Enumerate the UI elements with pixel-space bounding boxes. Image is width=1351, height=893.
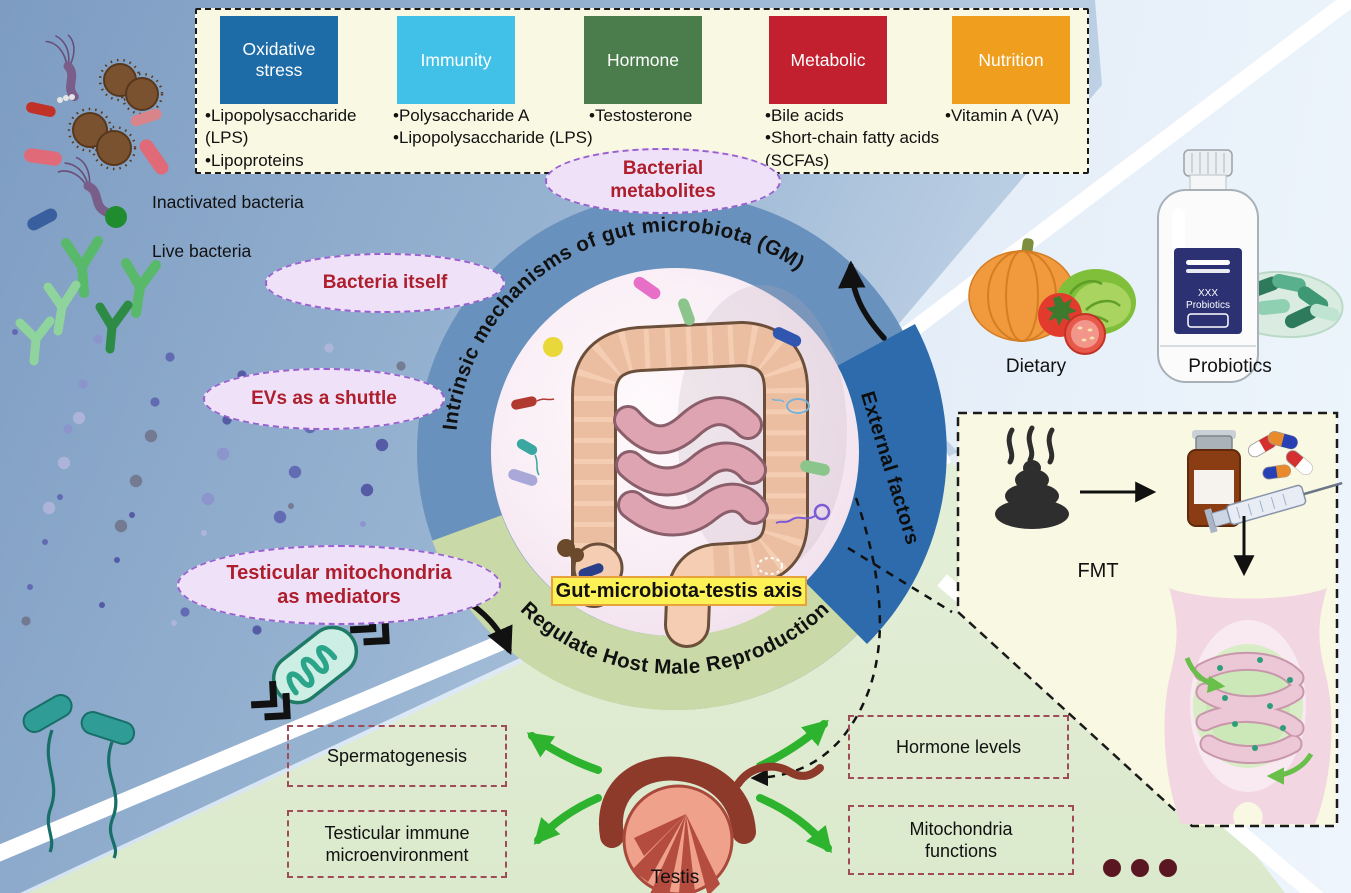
svg-text:Probiotics: Probiotics xyxy=(1186,300,1230,311)
dashed-callout-line xyxy=(847,546,953,614)
bubble-bacteria-itself: Bacteria itself xyxy=(265,253,505,313)
bottle-icon: XXX Probiotics xyxy=(1157,149,1259,383)
outcome-testicular-immune: Testicular immune microenvironment xyxy=(287,810,507,878)
probiotics-label: Probiotics xyxy=(1188,356,1272,377)
items-metabolic: •Bile acids •Short-chain fatty acids (SC… xyxy=(765,106,940,170)
items-oxidative-stress: •Lipopolysaccharide (LPS) •Lipoproteins xyxy=(205,106,357,170)
sperm-icon xyxy=(775,503,831,524)
diagonal-stripe-top-right xyxy=(857,0,1351,375)
tomato-icon xyxy=(1038,293,1106,355)
fmt-illustration xyxy=(995,425,1343,824)
category-hormone: Hormone xyxy=(584,16,702,104)
intestine-icon xyxy=(571,285,847,648)
bubble-testicular-mitochondria: Testicular mitochondria as mediators xyxy=(177,545,501,625)
outcome-mitochondria-functions: Mitochondria functions xyxy=(848,805,1074,875)
outcome-arrows xyxy=(526,719,833,853)
testis-label: Testis xyxy=(650,867,700,888)
bubble-evs-shuttle: EVs as a shuttle xyxy=(203,368,445,430)
probiotics-illustration: XXX Probiotics xyxy=(1157,149,1344,383)
items-nutrition: •Vitamin A (VA) xyxy=(945,106,1059,125)
inactivated-bacteria-illustration xyxy=(24,34,169,217)
fmt-label: FMT xyxy=(1077,560,1119,582)
svg-text:XXX: XXX xyxy=(1198,288,1218,299)
items-immunity: •Polysaccharide A •Lipopolysaccharide (L… xyxy=(393,106,593,148)
testis-icon xyxy=(598,756,824,893)
intrinsic-mechanisms-panel: Oxidative stress Immunity Hormone Metabo… xyxy=(195,8,1089,174)
live-bacteria-label: Live bacteria xyxy=(152,241,252,261)
mitochondria-icon xyxy=(271,625,359,705)
gut-microbiota-testis-axis-label: Gut-microbiota-testis axis xyxy=(551,576,807,606)
ellipsis-dots xyxy=(1103,859,1177,877)
category-immunity: Immunity xyxy=(397,16,515,104)
inactivated-bacteria-label: Inactivated bacteria xyxy=(152,192,304,212)
external-input-arrow xyxy=(838,260,887,341)
syringe-icon xyxy=(1204,481,1343,534)
live-bacteria-illustration xyxy=(15,206,161,366)
abdomen-icon xyxy=(1164,588,1332,824)
external-factors-wedge xyxy=(805,324,947,644)
category-metabolic: Metabolic xyxy=(769,16,887,104)
category-oxidative-stress: Oxidative stress xyxy=(220,16,338,104)
dietary-illustration xyxy=(968,238,1136,355)
category-nutrition: Nutrition xyxy=(952,16,1070,104)
poop-icon xyxy=(995,425,1069,529)
outcome-spermatogenesis: Spermatogenesis xyxy=(287,725,507,787)
flagellated-bacteria-illustration xyxy=(22,694,136,859)
bubble-bacterial-metabolites: Bacterial metabolites xyxy=(545,148,781,214)
pills-icon xyxy=(1247,431,1313,480)
microbe-doodles xyxy=(508,276,831,579)
outcome-hormone-levels: Hormone levels xyxy=(848,715,1069,779)
dietary-label: Dietary xyxy=(1005,356,1067,377)
release-chevron-icon xyxy=(250,680,291,721)
items-hormone: •Testosterone xyxy=(589,106,693,125)
